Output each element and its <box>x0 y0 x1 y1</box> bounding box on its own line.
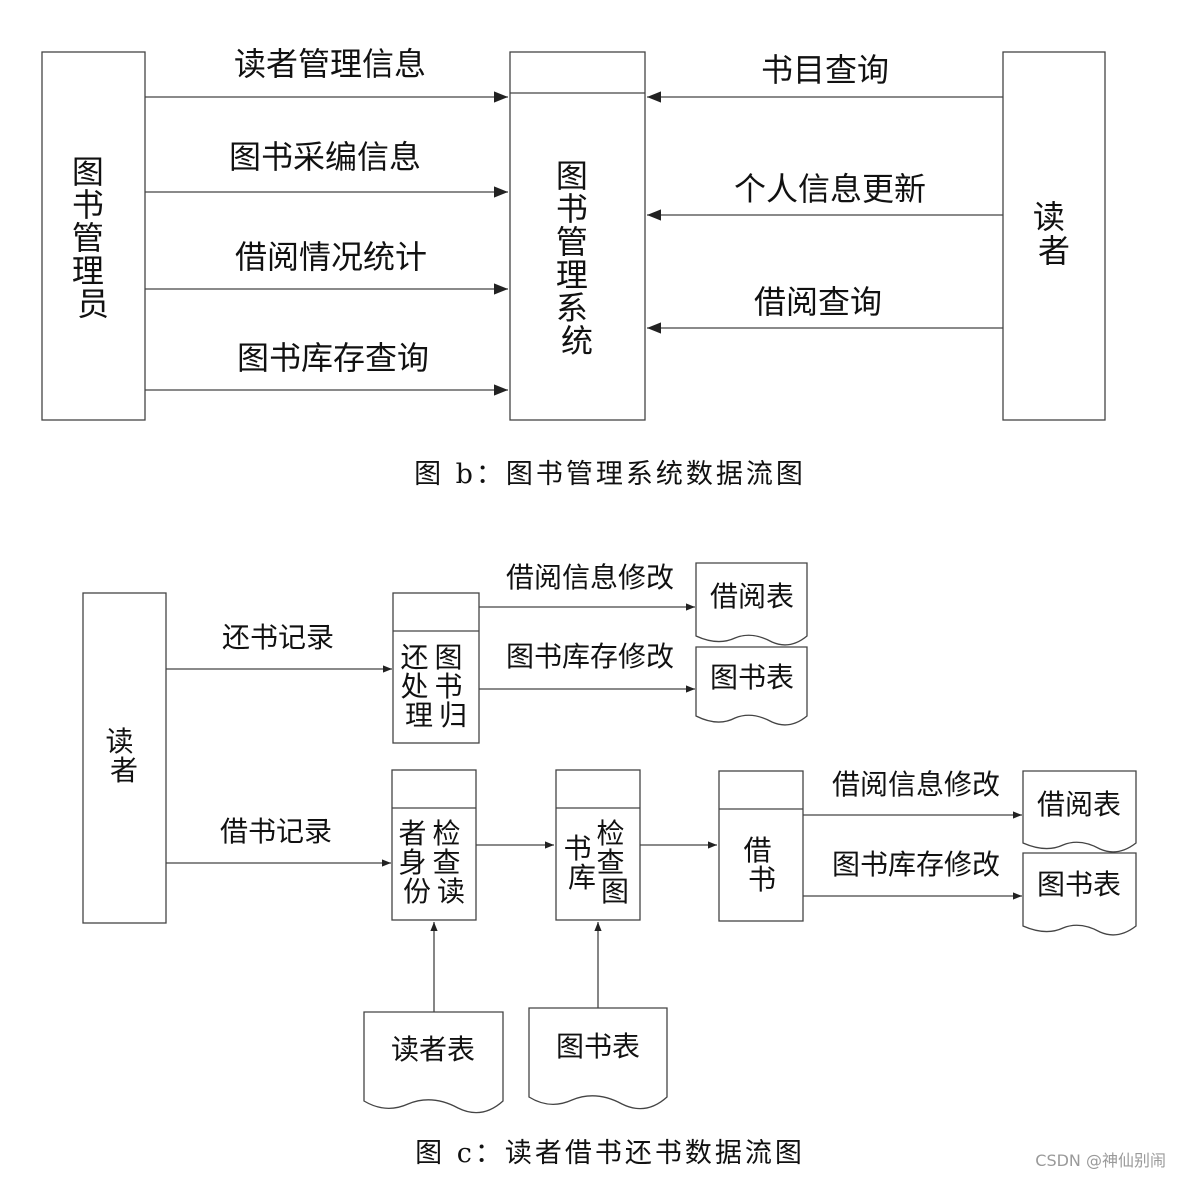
check-book-col1-char: 库 <box>568 861 596 894</box>
return-process-box <box>392 592 480 744</box>
csdn-watermark: CSDN @神仙别闹 <box>1035 1151 1166 1170</box>
check-book-col2-char: 检 <box>597 817 625 850</box>
check-book-col2-char: 查 <box>597 846 625 879</box>
book-table-label-1: 图书表 <box>710 661 794 694</box>
reader-c-char: 者 <box>110 754 138 787</box>
reader-c-char: 读 <box>106 725 134 758</box>
reader-char: 读 <box>1033 198 1065 236</box>
borrow-stock-mod-label: 图书库存修改 <box>832 848 1000 881</box>
flow-label-left-3: 借阅情况统计 <box>235 238 427 276</box>
return-col1-char: 还 <box>401 641 429 674</box>
system-char: 系 <box>556 289 588 327</box>
system-char: 统 <box>561 322 593 360</box>
check-reader-col1-char: 身 <box>399 846 427 879</box>
reader-char: 者 <box>1038 232 1070 270</box>
admin-entity-label: 图 书 管 理 员 <box>72 153 114 323</box>
check-reader-col2: 检 查 读 <box>433 817 470 908</box>
figure-c-caption: 图 c：读者借书还书数据流图 <box>415 1138 805 1169</box>
book-table-label-2: 图书表 <box>1037 868 1121 901</box>
reader-table-label: 读者表 <box>391 1033 475 1066</box>
return-col2-char: 书 <box>435 670 463 703</box>
check-reader-col2-char: 查 <box>433 846 461 879</box>
return-col2-char: 图 <box>435 641 463 674</box>
check-book-col2: 检 查 图 <box>597 817 634 908</box>
system-char: 图 <box>556 157 588 195</box>
check-reader-box <box>391 769 477 921</box>
borrow-record-label: 借书记录 <box>220 815 332 848</box>
borrow-char: 借 <box>744 834 772 867</box>
admin-char: 理 <box>72 252 104 290</box>
system-process-box <box>509 51 646 421</box>
check-book-col1-char: 书 <box>564 832 592 865</box>
book-table-doc-3 <box>528 1007 668 1110</box>
borrow-table-label-1: 借阅表 <box>710 580 794 613</box>
system-char: 书 <box>556 190 588 228</box>
system-char: 理 <box>556 256 588 294</box>
return-record-label: 还书记录 <box>222 621 334 654</box>
borrow-table-doc-1 <box>695 562 808 646</box>
system-char: 管 <box>556 223 588 261</box>
figure-c: 读 者 还书记录 还 处 理 图 书 归 借阅信息修改 图书库存修改 借阅表 图… <box>82 561 1137 1169</box>
figure-b-caption: 图 b：图书管理系统数据流图 <box>414 459 806 490</box>
admin-char: 图 <box>72 153 104 191</box>
check-reader-col1-char: 者 <box>399 817 427 850</box>
borrow-char: 书 <box>748 863 776 896</box>
reader-entity-box <box>1002 51 1106 421</box>
admin-char: 员 <box>77 285 109 323</box>
check-book-box <box>555 769 641 921</box>
flow-label-right-1: 书目查询 <box>761 51 889 89</box>
flow-label-left-1: 读者管理信息 <box>234 45 426 83</box>
admin-entity-box <box>41 51 146 421</box>
return-process-col1: 还 处 理 <box>401 641 438 732</box>
flow-label-left-4: 图书库存查询 <box>237 339 429 377</box>
book-table-label-3: 图书表 <box>556 1030 640 1063</box>
return-col2-char: 归 <box>439 699 467 732</box>
figure-b: 图 书 管 理 员 图 书 管 理 系 统 读 者 读者管理信息 图书采编信息 … <box>41 45 1106 490</box>
return-col1-char: 处 <box>401 670 429 703</box>
return-borrow-mod-label: 借阅信息修改 <box>506 561 674 594</box>
admin-char: 管 <box>72 219 104 257</box>
check-reader-col2-char: 读 <box>437 875 465 908</box>
check-book-col1: 书 库 <box>564 832 601 894</box>
check-reader-col1: 者 身 份 <box>399 817 436 908</box>
book-table-doc-2 <box>1022 852 1137 936</box>
return-col1-char: 理 <box>405 699 433 732</box>
book-table-doc-1 <box>695 646 808 726</box>
check-reader-col1-char: 份 <box>403 875 431 908</box>
flow-label-right-3: 借阅查询 <box>754 283 882 321</box>
reader-entity-label: 读 者 <box>1033 198 1075 270</box>
borrow-info-mod-label: 借阅信息修改 <box>832 768 1000 801</box>
borrow-table-doc-2 <box>1022 770 1137 853</box>
reader-entity-box-c <box>82 592 167 924</box>
borrow-table-label-2: 借阅表 <box>1037 788 1121 821</box>
return-process-col2: 图 书 归 <box>435 641 472 732</box>
flow-label-right-2: 个人信息更新 <box>734 170 926 208</box>
borrow-process-box <box>718 770 804 922</box>
admin-char: 书 <box>72 186 104 224</box>
return-stock-mod-label: 图书库存修改 <box>506 640 674 673</box>
system-process-label: 图 书 管 理 系 统 <box>556 157 598 360</box>
check-book-col2-char: 图 <box>601 875 629 908</box>
flow-label-left-2: 图书采编信息 <box>229 138 421 176</box>
reader-table-doc <box>363 1011 504 1114</box>
borrow-process-label: 借 书 <box>744 834 781 896</box>
reader-entity-label-c: 读 者 <box>106 725 143 787</box>
check-reader-col2-char: 检 <box>433 817 461 850</box>
